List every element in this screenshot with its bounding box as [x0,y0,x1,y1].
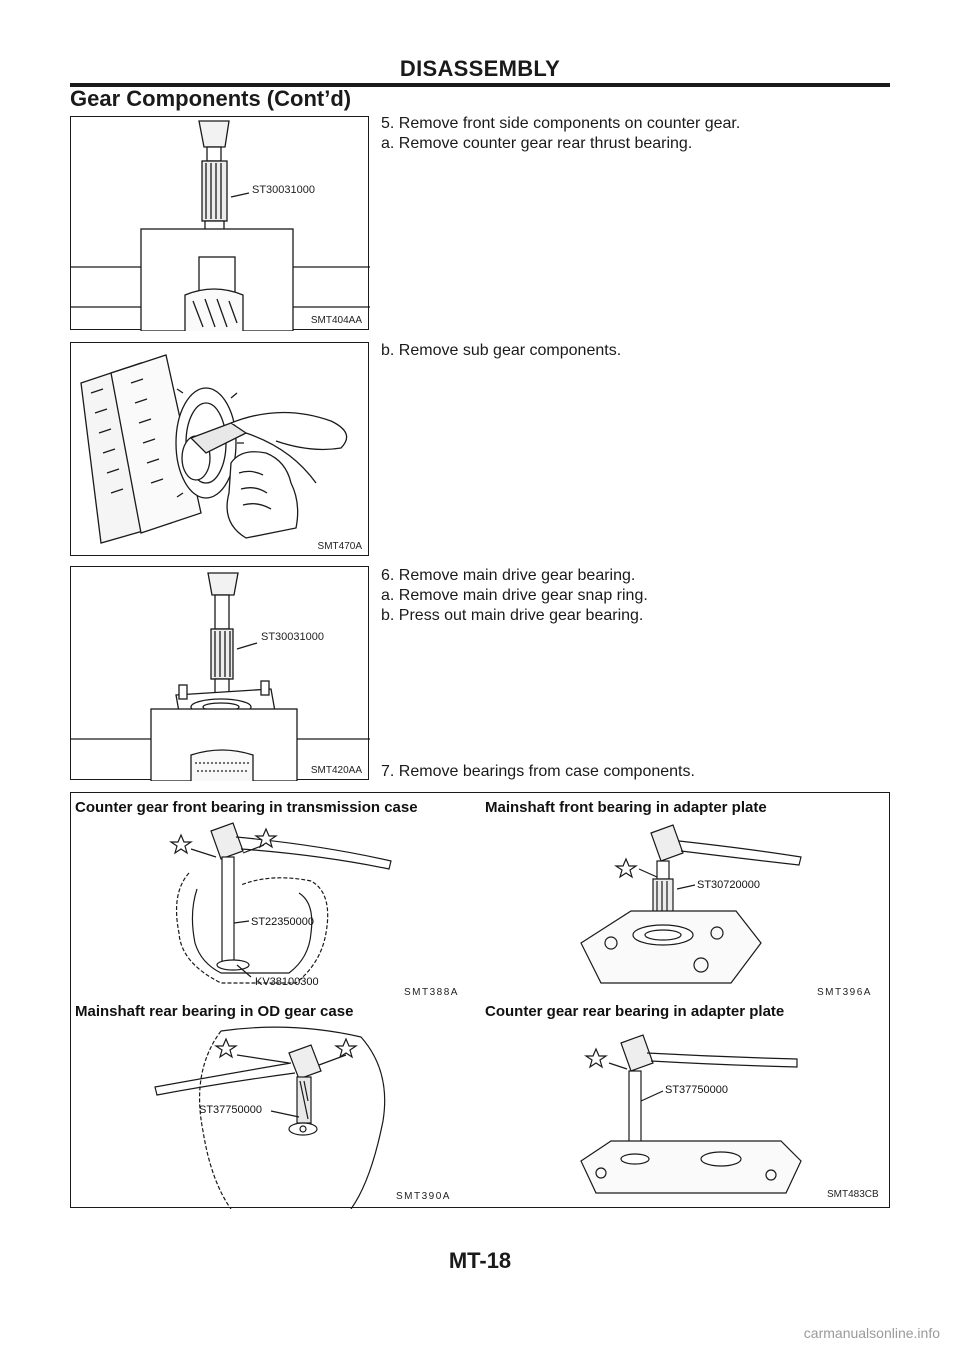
tool-number: ST22350000 [251,916,314,928]
tool-number: ST30031000 [252,184,315,196]
transmission-case-illustration: ST22350000 KV38100300 [169,822,392,988]
step-5a: a. Remove counter gear rear thrust beari… [381,135,693,152]
tool-number: ST30720000 [697,879,760,891]
panel-title: Counter gear rear bearing in adapter pla… [485,1003,785,1020]
figure-code: SMT404AA [310,315,362,326]
sub-gear-pliers-illustration [80,354,348,544]
figure-smt420aa: ST30031000 SMT420AA [70,566,370,781]
step-6b: b. Press out main drive gear bearing. [381,607,644,624]
figure-code: SMT483CB [827,1189,879,1200]
header-rule [70,83,890,87]
step-7: 7. Remove bearings from case components. [381,763,695,780]
figure-code: SMT470A [317,541,362,552]
tool-number: ST30031000 [261,631,324,643]
figure-smt470a: SMT470A [70,342,369,556]
panel-title: Counter gear front bearing in transmissi… [75,799,418,816]
press-bearing-illustration [71,572,370,781]
tool-number: ST37750000 [199,1104,262,1116]
figure-smt404aa: ST30031000 SMT404AA [70,116,370,331]
figure-code: SMT390A [396,1191,451,1202]
figure-bearing-removal-grid: Counter gear front bearing in transmissi… [70,792,890,1209]
figure-code: SMT388A [404,987,459,998]
adapter-plate-illustration: ST30720000 [580,824,802,984]
tool-number: ST37750000 [665,1084,728,1096]
page-number: MT-18 [448,1248,512,1273]
subsection-title: Gear Components (Cont’d) [70,86,352,111]
step-6a: a. Remove main drive gear snap ring. [381,587,648,604]
panel-title: Mainshaft rear bearing in OD gear case [75,1003,354,1020]
tool-number: KV38100300 [255,976,319,988]
section-title: DISASSEMBLY [399,56,561,81]
adapter-plate-rear-illustration: ST37750000 [580,1034,802,1194]
step-6: 6. Remove main drive gear bearing. [381,567,636,584]
panel-title: Mainshaft front bearing in adapter plate [485,799,767,816]
figure-code: SMT396A [817,987,872,998]
od-gear-case-illustration: ST37750000 [154,1026,386,1209]
step-5: 5. Remove front side components on count… [381,115,741,132]
footer-watermark: carmanualsonline.info [803,1325,940,1341]
step-5b: b. Remove sub gear components. [381,342,622,359]
press-tool-illustration [71,120,370,331]
figure-code: SMT420AA [310,765,362,776]
